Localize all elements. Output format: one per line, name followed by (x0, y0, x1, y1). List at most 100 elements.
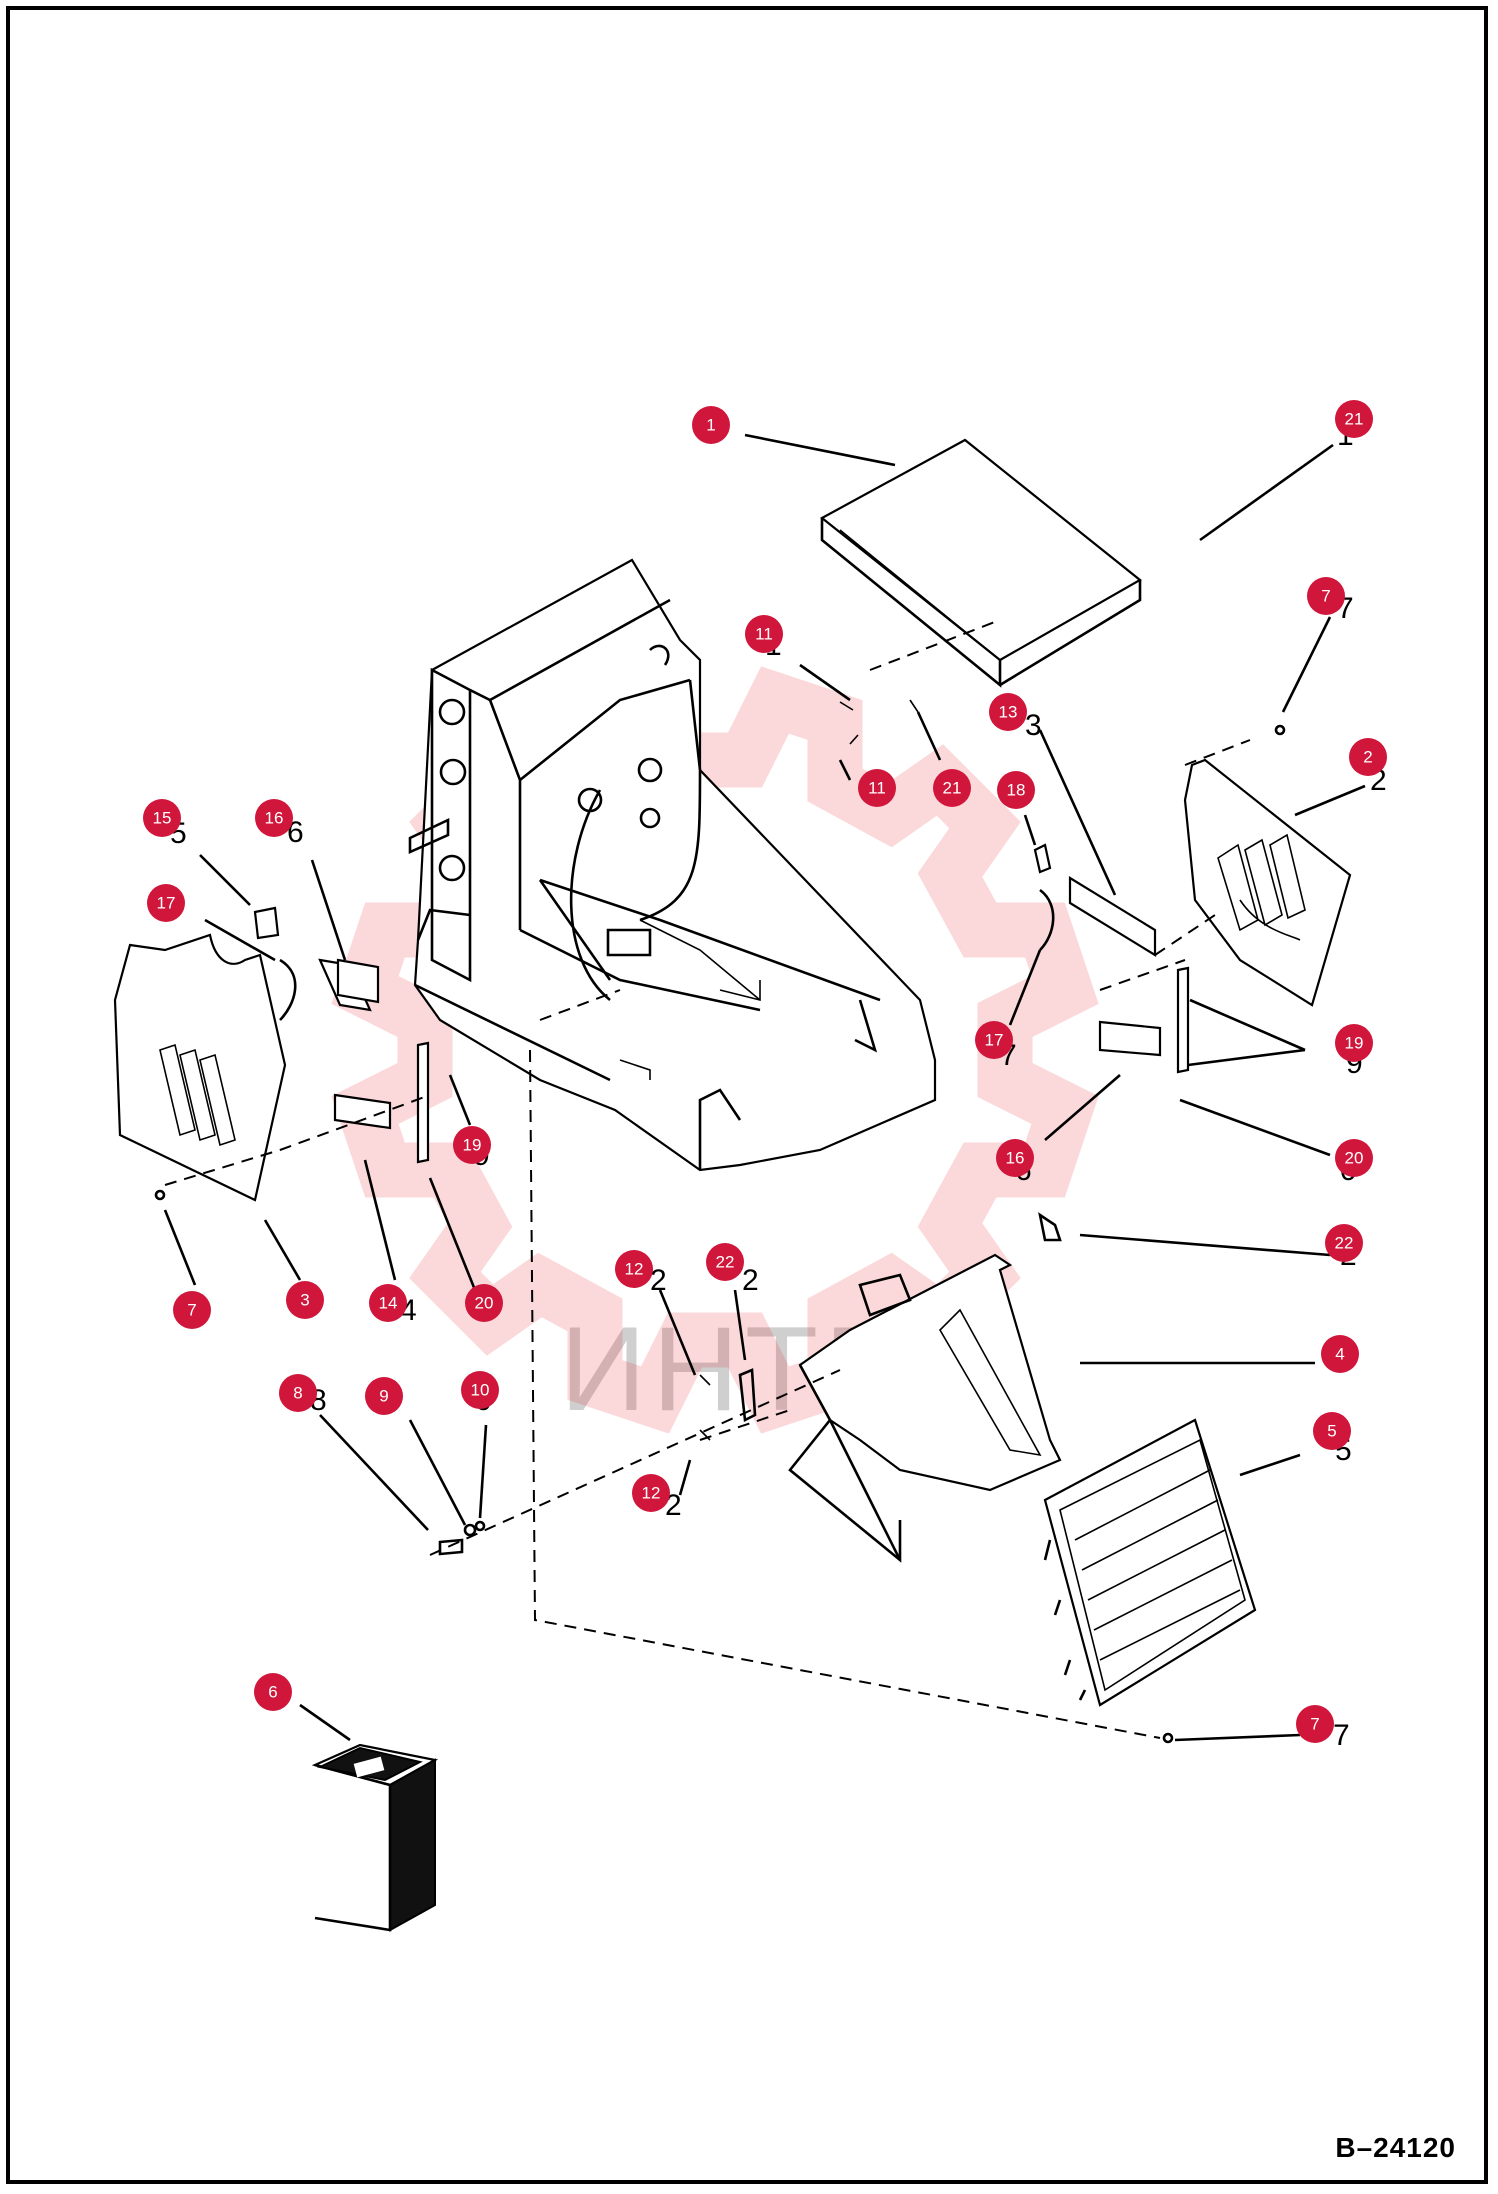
callout-label: 15 (153, 809, 172, 828)
callout-9: 9 (365, 1377, 403, 1415)
callout-17: 17 (147, 884, 185, 922)
callout-13: 13 (989, 693, 1027, 731)
callout-label: 14 (379, 1294, 398, 1313)
drawing-number: B–24120 (1335, 2132, 1456, 2163)
svg-text:3: 3 (1025, 709, 1042, 742)
callout-label: 2 (1363, 748, 1372, 767)
callout-label: 20 (475, 1294, 494, 1313)
callout-dot (745, 615, 783, 653)
leader-lines (163, 433, 1366, 1742)
callout-label: 7 (187, 1301, 196, 1320)
svg-text:2: 2 (650, 1264, 667, 1297)
callout-11: 11 (745, 615, 783, 653)
callout-label: 4 (1335, 1345, 1344, 1364)
callout-label: 7 (1321, 587, 1330, 606)
callout-20: 20 (1335, 1139, 1373, 1177)
callout-dot (147, 884, 185, 922)
callout-dot (615, 1250, 653, 1288)
callout-21: 21 (1335, 400, 1373, 438)
manual-box-part (311, 1743, 439, 1932)
callout-3: 3 (286, 1281, 324, 1319)
callout-dot (365, 1377, 403, 1415)
callout-dot (996, 1139, 1034, 1177)
grille-part (1043, 1418, 1257, 1707)
callout-dot (1296, 1705, 1334, 1743)
callout-19: 19 (453, 1126, 491, 1164)
callout-dot (706, 1243, 744, 1281)
callout-label: 21 (943, 779, 962, 798)
callout-dot (143, 799, 181, 837)
callout-dot (1307, 577, 1345, 615)
callout-21: 21 (933, 769, 971, 807)
callout-7: 7 (1307, 577, 1345, 615)
svg-text:2: 2 (742, 1264, 759, 1297)
callout-label: 22 (1335, 1234, 1354, 1253)
callout-label: 12 (625, 1260, 644, 1279)
callout-dot (465, 1284, 503, 1322)
callout-12: 12 (615, 1250, 653, 1288)
callout-dot (461, 1371, 499, 1409)
callout-dot (1335, 1139, 1373, 1177)
right-side-panel-part (1183, 758, 1352, 1007)
callout-7: 7 (173, 1291, 211, 1329)
callout-label: 22 (716, 1253, 735, 1272)
callout-dot (1321, 1335, 1359, 1373)
callout-label: 17 (157, 894, 176, 913)
callout-15: 15 (143, 799, 181, 837)
callout-label: 12 (642, 1484, 661, 1503)
callout-dot (1349, 738, 1387, 776)
svg-text:7: 7 (1333, 1719, 1350, 1752)
callout-dot (1335, 400, 1373, 438)
callout-dot (254, 1673, 292, 1711)
callout-label: 8 (293, 1384, 302, 1403)
callout-label: 5 (1327, 1422, 1336, 1441)
callout-7: 7 (1296, 1705, 1334, 1743)
callout-5: 5 (1313, 1412, 1351, 1450)
callout-label: 9 (379, 1387, 388, 1406)
callout-1: 1 (692, 406, 730, 444)
callout-17: 17 (975, 1021, 1013, 1059)
callout-label: 11 (755, 625, 773, 644)
alignment-lines (164, 619, 1251, 1739)
drawing-frame (6, 6, 1488, 2184)
main-frame-part (408, 558, 937, 1172)
callout-10: 10 (461, 1371, 499, 1409)
callout-22: 22 (1325, 1224, 1363, 1262)
callout-label: 18 (1007, 781, 1026, 800)
callout-dot (997, 771, 1035, 809)
callout-label: 3 (300, 1291, 309, 1310)
callout-dot (933, 769, 971, 807)
callout-dot (453, 1126, 491, 1164)
callout-label: 6 (268, 1683, 277, 1702)
left-side-panel-part (113, 933, 287, 1202)
callout-label: 11 (868, 779, 886, 798)
callout-dot (989, 693, 1027, 731)
callout-label: 19 (463, 1136, 482, 1155)
callout-label: 16 (1006, 1149, 1025, 1168)
callout-label: 20 (1345, 1149, 1364, 1168)
callout-11: 11 (858, 769, 896, 807)
callout-18: 18 (997, 771, 1035, 809)
callout-label: 10 (471, 1381, 490, 1400)
callout-19: 19 (1335, 1024, 1373, 1062)
callout-dot (369, 1284, 407, 1322)
callout-14: 14 (369, 1284, 407, 1322)
callout-label: 7 (1310, 1715, 1319, 1734)
callout-22: 22 (706, 1243, 744, 1281)
callout-label: 19 (1345, 1034, 1364, 1053)
decal-parts (154, 699, 1286, 1744)
rear-door-part (788, 1253, 1062, 1563)
callout-6: 6 (254, 1673, 292, 1711)
top-cover-part (820, 438, 1142, 688)
callout-4: 4 (1321, 1335, 1359, 1373)
callout-dot (632, 1474, 670, 1512)
callout-dot (1335, 1024, 1373, 1062)
callout-dot (975, 1021, 1013, 1059)
callout-dot (858, 769, 896, 807)
callout-dot (1325, 1224, 1363, 1262)
callout-label: 1 (706, 416, 715, 435)
callout-dot (255, 799, 293, 837)
callout-2: 2 (1349, 738, 1387, 776)
